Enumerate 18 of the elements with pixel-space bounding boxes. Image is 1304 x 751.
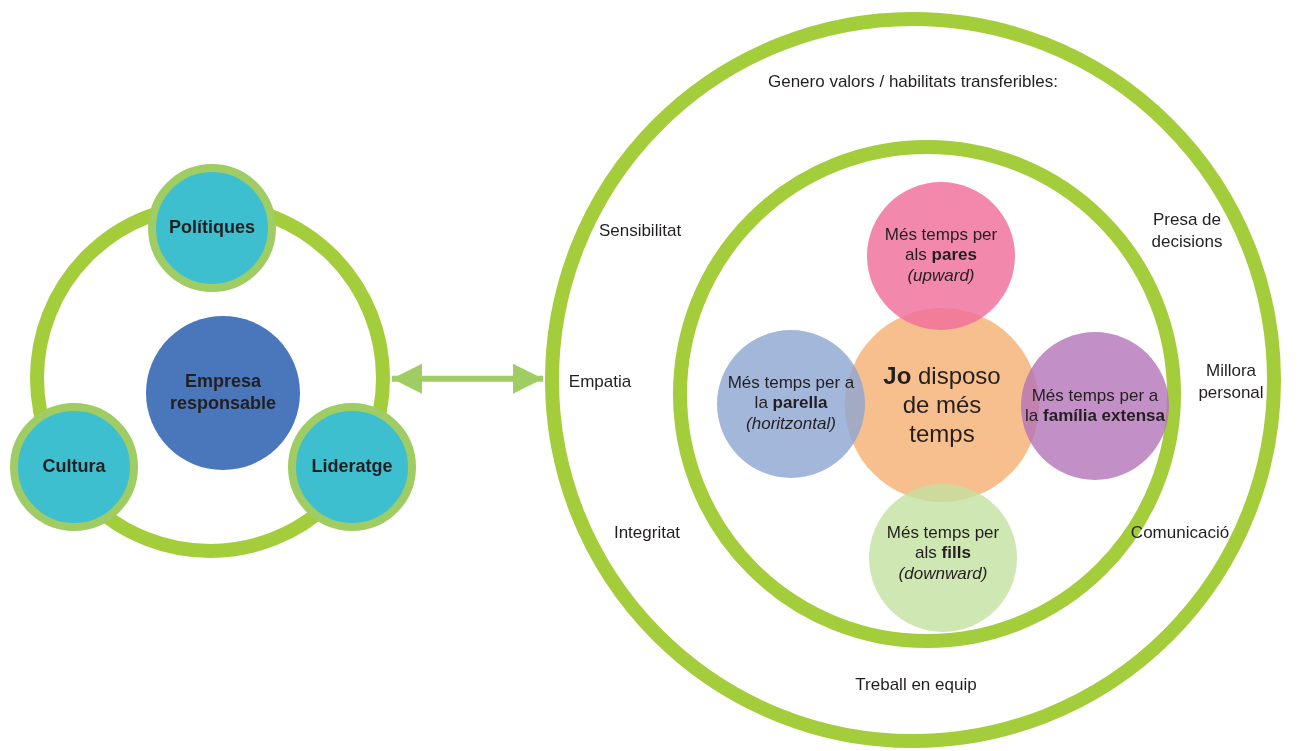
circle-label: Més temps per als fills (downward)	[885, 523, 1001, 585]
outer-ring	[545, 12, 1281, 748]
circle-label: Més temps per a la parella (horitzontal)	[726, 373, 856, 435]
circle-label: Lideratge	[310, 456, 394, 478]
circle-label: Polítiques	[168, 217, 256, 239]
circle-label: Jo disposo de més temps	[882, 361, 1002, 449]
value-label: Empatia	[567, 370, 633, 393]
value-label: Millora personal	[1197, 359, 1265, 404]
circle-label: Més temps per a la família extensa	[1025, 385, 1165, 427]
value-label: Presa de decisions	[1150, 208, 1224, 253]
value-label: Integritat	[612, 521, 682, 544]
double-arrow	[392, 363, 543, 394]
circle-label: Empresa responsable	[168, 371, 277, 415]
circle-label: Més temps per als pares (upward)	[883, 225, 999, 287]
circle-label: Cultura	[41, 456, 107, 478]
value-label: Treball en equip	[854, 673, 978, 696]
value-label: Sensibilitat	[597, 219, 683, 242]
ring-heading: Genero valors / habilitats transferibles:	[766, 71, 1060, 93]
